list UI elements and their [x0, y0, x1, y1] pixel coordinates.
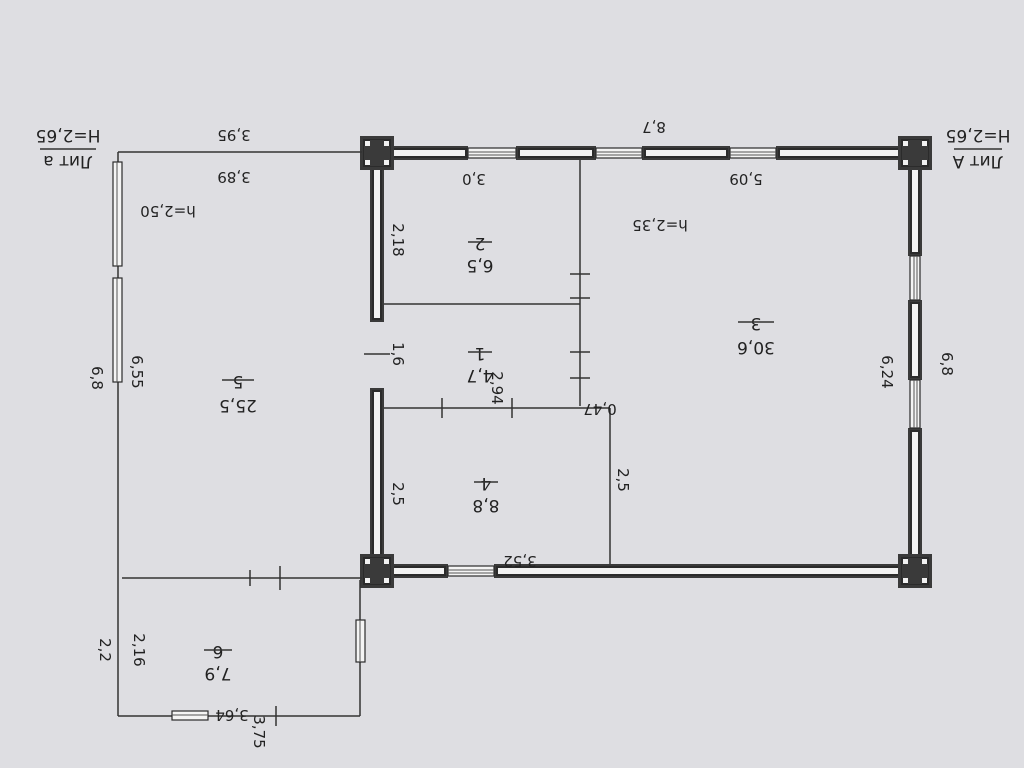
room-3: 3 30,6	[737, 313, 775, 357]
svg-text:2: 2	[475, 233, 486, 253]
svg-text:3: 3	[751, 313, 762, 333]
window-top-2	[595, 147, 643, 159]
window-right-2	[909, 379, 921, 429]
label-annex: Лит а	[43, 151, 93, 171]
dim-top-room2: 3,0	[462, 170, 486, 188]
room-6: 6 7,9	[204, 641, 232, 683]
dim-room4-side: 2,5	[389, 482, 407, 506]
dim-right-inner: 6,24	[878, 355, 896, 388]
main-house-walls	[360, 136, 932, 588]
svg-text:7,9: 7,9	[204, 663, 231, 683]
window-bottom	[447, 565, 495, 577]
room-4: 4 8,8	[472, 473, 499, 515]
label-main-height: Н=2,65	[946, 125, 1011, 145]
dim-room6-bottom-inner: 3,64	[215, 706, 248, 724]
window-annex-left-2	[112, 277, 123, 383]
dim-right-outer: 6,8	[938, 352, 956, 376]
height-main: h=2,35	[632, 216, 687, 234]
dim-top-room3: 5,09	[729, 170, 762, 188]
corner-post-top-left	[360, 136, 394, 170]
dim-room6-outer: 2,2	[96, 638, 114, 662]
window-top-3	[729, 147, 777, 159]
corner-post-bottom-left	[360, 554, 394, 588]
height-annex: h=2,50	[140, 202, 195, 220]
svg-text:6: 6	[213, 641, 224, 661]
interior-partitions	[364, 160, 611, 564]
svg-text:6,5: 6,5	[466, 255, 493, 275]
dim-room6-inner: 2,16	[130, 633, 148, 666]
window-right-1	[909, 255, 921, 301]
dim-bottom-room4: 3,52	[503, 552, 536, 570]
dim-annex-left-inner: 6,55	[128, 355, 146, 388]
dim-annex-left-outer: 6,8	[88, 366, 106, 390]
svg-text:30,6: 30,6	[737, 337, 775, 357]
dim-room2-side: 2,18	[389, 223, 407, 256]
window-top-1	[467, 147, 517, 159]
dim-corridor: 1,6	[389, 342, 407, 366]
window-annex-right	[355, 619, 366, 663]
corner-post-top-right	[898, 136, 932, 170]
svg-text:25,5: 25,5	[219, 395, 257, 415]
label-main-house: Лит А	[952, 151, 1003, 171]
labels: Лит А Н=2,65 Лит а Н=2,65 h=2,35 h=2,50 …	[36, 118, 1011, 749]
window-annex-bottom	[171, 710, 209, 721]
dim-annex-top-inner: 3,89	[217, 168, 250, 186]
svg-text:1: 1	[475, 343, 486, 363]
label-annex-height: Н=2,65	[36, 125, 101, 145]
svg-text:4,7: 4,7	[466, 365, 493, 385]
dim-room1-width: 2,94	[488, 371, 506, 404]
svg-text:8,8: 8,8	[472, 495, 499, 515]
svg-text:5: 5	[233, 371, 244, 391]
annex-walls	[112, 151, 366, 726]
room-5: 5 25,5	[219, 371, 257, 415]
room-1: 1 4,7	[466, 343, 493, 385]
dim-annex-top-outer: 3,95	[217, 126, 250, 144]
dim-top-total: 8,7	[642, 118, 666, 136]
room-2: 2 6,5	[466, 233, 493, 275]
dim-room4-inner: 2,5	[614, 468, 632, 492]
svg-text:4: 4	[481, 473, 492, 493]
dim-room1-small: 0,47	[583, 400, 616, 418]
corner-post-bottom-right	[898, 554, 932, 588]
dim-room6-bottom-outer: 3,75	[250, 715, 268, 748]
window-annex-left-1	[112, 161, 123, 267]
